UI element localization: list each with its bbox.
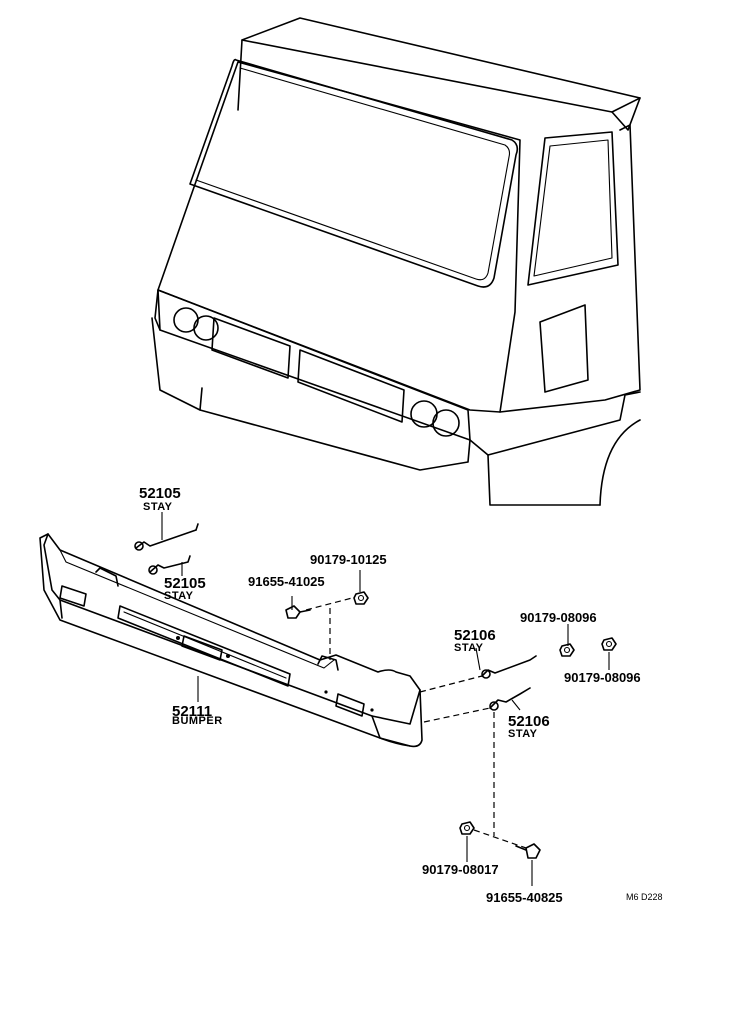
part-number: 90179-10125: [310, 552, 387, 567]
bolt-91655-41025-part: [285, 605, 311, 619]
part-name: STAY: [143, 501, 173, 513]
part-name: BUMPER: [172, 715, 223, 727]
assembly-lines: [305, 597, 527, 849]
part-number: 52106: [508, 713, 550, 730]
part-number: 52106: [454, 627, 496, 644]
part-name: STAY: [164, 590, 194, 602]
stay-52106-top-part: [481, 655, 537, 679]
vehicle-rear-body: [151, 17, 641, 506]
nut-90179-08096-right-part: [601, 637, 617, 651]
part-number: 91655-40825: [486, 890, 563, 905]
part-name: STAY: [454, 642, 484, 654]
label-bolt-91655-40825: 91655-40825: [486, 890, 563, 905]
label-nut-90179-08096-top: 90179-08096: [520, 610, 597, 625]
stay-52105-bottom-part: [148, 555, 191, 575]
part-number: 90179-08096: [520, 610, 597, 625]
nut-90179-08017-part: [459, 821, 475, 835]
label-nut-90179-08096-right: 90179-08096: [564, 670, 641, 685]
stay-52106-bottom-part: [489, 687, 531, 711]
part-number: 90179-08096: [564, 670, 641, 685]
part-number: 52105: [164, 575, 206, 592]
label-nut-90179-10125: 90179-10125: [310, 552, 387, 567]
label-bolt-91655-41025: 91655-41025: [248, 574, 325, 589]
part-number: 52105: [139, 485, 181, 502]
part-number: 52111: [172, 703, 212, 720]
bumper-52111: [39, 533, 423, 748]
label-bumper-52111: 52111 BUMPER: [172, 703, 223, 727]
bolt-91655-40825-part: [515, 843, 541, 859]
leader-lines: [161, 512, 610, 886]
figure-code: M6 D228: [626, 892, 663, 902]
part-number: 90179-08017: [422, 862, 499, 877]
label-stay-52106-bottom: 52106 STAY: [508, 713, 550, 740]
nut-90179-08096-top-part: [559, 643, 575, 657]
label-nut-90179-08017: 90179-08017: [422, 862, 499, 877]
label-stay-52105-top: 52105 STAY: [139, 485, 181, 513]
label-stay-52105-bottom: 52105 STAY: [164, 575, 206, 602]
stay-52105-top-part: [134, 523, 199, 551]
label-stay-52106-top: 52106 STAY: [454, 627, 496, 654]
nut-90179-10125-part: [353, 591, 369, 605]
part-name: STAY: [508, 728, 538, 740]
part-number: 91655-41025: [248, 574, 325, 589]
